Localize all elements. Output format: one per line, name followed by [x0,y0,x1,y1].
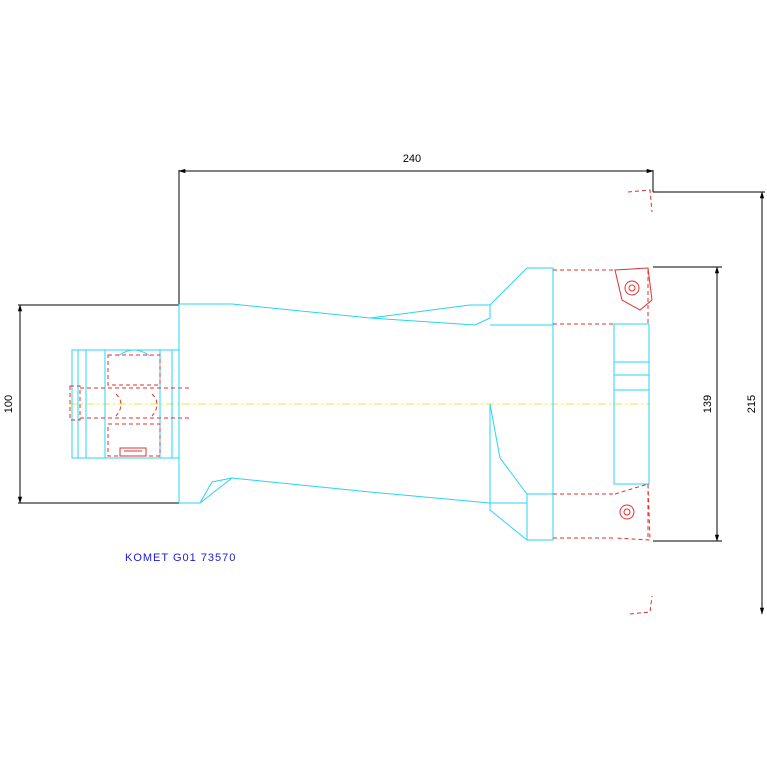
cutting-head [553,189,653,615]
dimension-215: 215 [653,191,765,615]
shank-end [69,349,190,459]
dimension-240-label: 240 [403,153,421,165]
dimension-240: 240 [178,153,654,304]
dimension-139-label: 139 [702,395,714,413]
tool-body [178,267,554,541]
dimension-139: 139 [653,266,722,542]
part-number-label: KOMET G01 73570 [125,552,236,564]
dimension-100-label: 100 [3,395,15,413]
dimension-100: 100 [3,304,179,504]
dimension-215-label: 215 [746,395,758,413]
